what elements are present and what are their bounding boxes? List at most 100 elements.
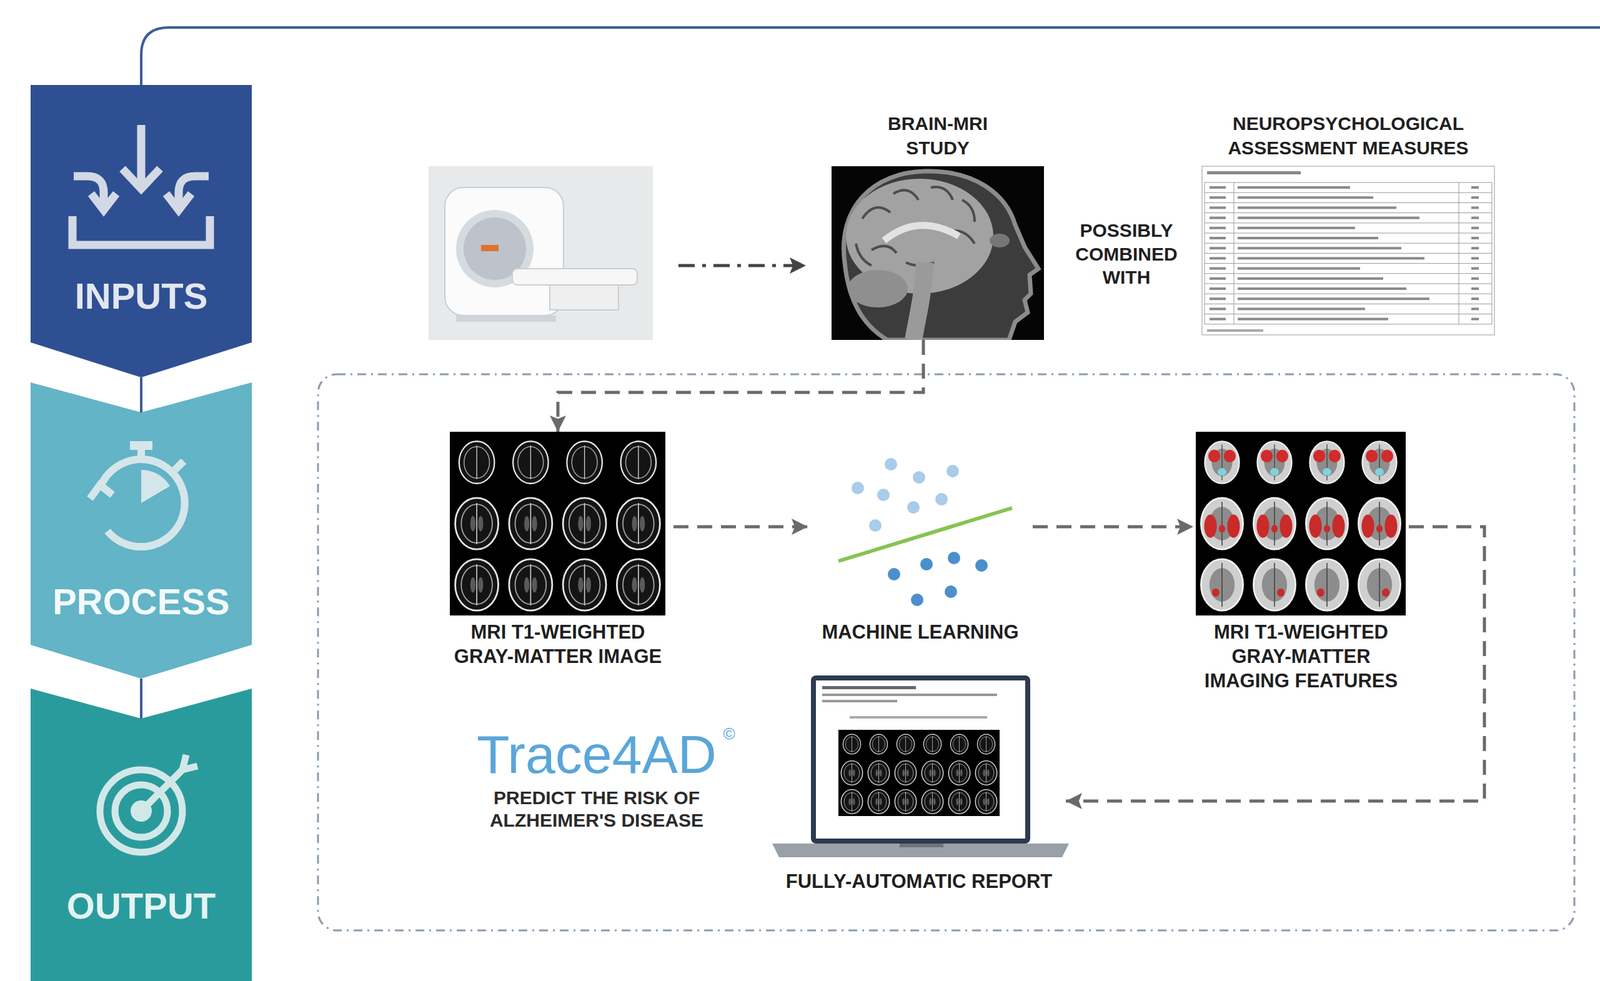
laptop-report [894, 789, 916, 815]
scan-arrow [678, 264, 806, 268]
laptop-report [840, 760, 863, 786]
output-icon [99, 769, 183, 853]
assessment-table-image [1204, 323, 1492, 325]
laptop-report [952, 736, 966, 752]
assessment-table-image [1209, 196, 1226, 199]
machine-learning-plot [975, 559, 988, 572]
machine-learning-plot [851, 457, 960, 532]
laptop-report [822, 685, 916, 690]
copyright-mark-box: © [716, 724, 742, 743]
laptop-report [869, 734, 888, 755]
gray-matter-image [509, 497, 553, 550]
assessment-table-image [1471, 186, 1479, 189]
output-icon [182, 765, 198, 770]
process-region [318, 374, 1575, 931]
laptop-report [978, 792, 994, 811]
brain-mri-image [862, 207, 891, 219]
assessment-table-image [1471, 206, 1479, 209]
flow-arrow [1065, 526, 1485, 801]
assessment-table-image [1204, 263, 1492, 264]
product-logo-box: Trace4AD [465, 723, 728, 786]
laptop-report [987, 797, 990, 806]
assessment-table-image [1237, 267, 1361, 270]
features-image [1326, 562, 1328, 607]
figure-caption: MRI T1-WEIGHTED GRAY-MATTER IMAGING FEAT… [1193, 620, 1409, 693]
features-image [1253, 497, 1296, 550]
gray-matter-image [616, 559, 660, 611]
gray-matter-image [637, 564, 640, 606]
brain-mri-image [831, 166, 1044, 340]
assessment-table-image [1209, 226, 1226, 230]
band-label: PROCESS [34, 579, 248, 624]
laptop-report [878, 792, 880, 812]
features-image [1305, 559, 1348, 611]
assessment-table-image [1202, 166, 1495, 335]
gray-matter-image [584, 445, 585, 480]
features-image [1273, 562, 1276, 607]
laptop-report [982, 769, 986, 777]
gray-matter-image [524, 577, 530, 593]
laptop-report [848, 797, 851, 806]
features-image [1218, 524, 1226, 533]
assessment-table-image [1237, 226, 1356, 230]
laptop-report [921, 760, 943, 786]
gray-matter-image [530, 564, 532, 606]
band-shape [30, 84, 252, 378]
features-image [1378, 562, 1381, 607]
laptop-report [924, 764, 941, 783]
band-shape [30, 382, 252, 679]
mri-scanner-photo [428, 166, 653, 340]
features-image [1200, 441, 1401, 611]
features-image [1323, 524, 1331, 533]
features-image [1358, 497, 1401, 550]
assessment-table-image [1458, 182, 1460, 325]
laptop-report [810, 675, 1031, 844]
band-shape [30, 688, 252, 981]
assessment-table-image [1237, 256, 1425, 260]
assessment-table-image [1237, 307, 1366, 310]
features-image [1270, 467, 1279, 476]
gray-matter-image [562, 559, 607, 611]
gray-matter-image [639, 577, 645, 593]
mri-scanner-photo [549, 284, 619, 310]
features-image [1256, 514, 1269, 538]
gray-matter-image [477, 577, 483, 593]
laptop-report [950, 734, 968, 755]
features-image [1277, 588, 1285, 597]
connector-layer [141, 339, 1485, 801]
assessment-table-image [1471, 318, 1479, 321]
flow-arrow [673, 525, 808, 529]
assessment-table-image [1204, 253, 1492, 254]
assessment-table-image [1202, 166, 1495, 335]
features-image [1200, 497, 1243, 550]
laptop-report [932, 763, 933, 783]
features-image [1361, 441, 1397, 484]
laptop-report [899, 736, 912, 752]
laptop-report [985, 763, 987, 783]
assessment-table-image [1237, 236, 1379, 240]
process-region [318, 374, 1575, 931]
gray-matter-image [577, 516, 583, 532]
assessment-table-image [1237, 297, 1430, 300]
laptop-report [951, 792, 968, 811]
assessment-table-image [1209, 307, 1226, 310]
band-link [139, 377, 143, 413]
laptop-report [951, 764, 968, 783]
laptop-report [879, 797, 883, 806]
features-image [1326, 501, 1328, 546]
brain-mri-image [831, 166, 1044, 340]
copyright-mark: © [716, 724, 742, 743]
machine-learning-plot [944, 585, 958, 598]
features-image [1257, 441, 1292, 484]
laptop-report [982, 797, 986, 806]
brain-mri-image [847, 269, 908, 308]
machine-learning-figure: MACHINE LEARNING [807, 449, 1033, 649]
machine-learning-plot [887, 567, 901, 581]
assessment-table-image [1209, 216, 1226, 220]
laptop-report [870, 792, 887, 811]
assessment-table-image [1204, 212, 1492, 214]
assessment-table-image [1237, 246, 1402, 250]
band-link [139, 678, 143, 719]
band-shape [30, 382, 252, 679]
laptop-report [905, 735, 906, 752]
